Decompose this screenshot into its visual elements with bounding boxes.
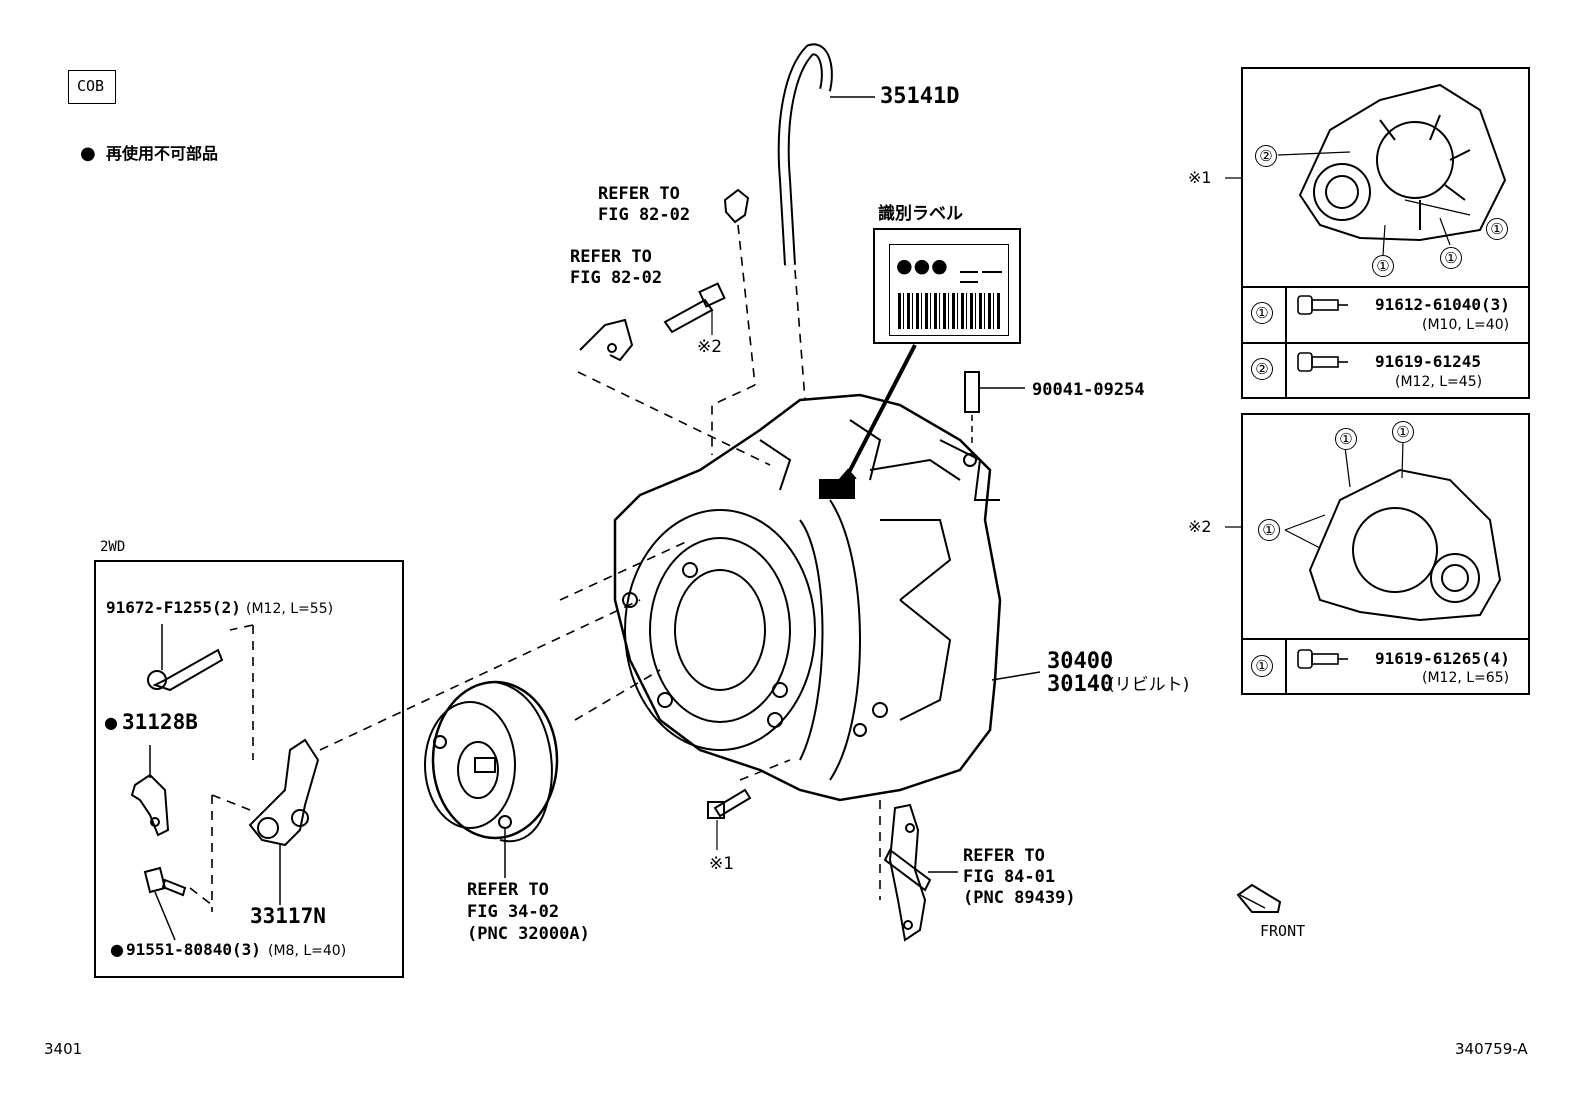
bolt-star2 [663, 282, 726, 335]
code-badge: COB [77, 77, 105, 95]
part-35141d: 35141D [880, 84, 960, 109]
reusable-mark-icon: ● [104, 713, 118, 732]
table1-callout-1a: ① [1486, 218, 1508, 240]
table1-callout-1c: ① [1372, 255, 1394, 277]
housing-drawing-star2 [1225, 439, 1502, 622]
page-code: 3401 [44, 1040, 83, 1058]
inset-2wd-title: 2WD [100, 539, 126, 555]
refer-fig-82-02-upper-line2: FIG 82-02 [598, 205, 691, 225]
refer-fig-82-02-upper-line1: REFER TO [598, 184, 680, 204]
table1-row2-part-number: 91619-61245 [1375, 352, 1481, 371]
part-30140-rebuilt-note: (リビルト) [1108, 675, 1190, 695]
table1-row2-key: ② [1251, 358, 1273, 380]
table2-ref-mark: ※2 [1188, 517, 1212, 536]
table2-callout-1c: ① [1258, 519, 1280, 541]
inset-parts-drawing [130, 624, 320, 941]
refer-fig-84-01-line3: (PNC 89439) [963, 888, 1076, 908]
table2-row1-key: ① [1251, 655, 1273, 677]
refer-fig-84-01-line2: FIG 84-01 [963, 867, 1056, 887]
table1-row1-spec: (M10, L=40) [1422, 317, 1510, 333]
hose-35141d [777, 43, 875, 266]
figure-number: 340759-A [1455, 1040, 1528, 1058]
transaxle-assembly [613, 393, 1002, 802]
id-label-box: ●●● [873, 228, 1021, 344]
id-label-title: 識別ラベル [878, 204, 963, 224]
table-bolt-icons [1297, 295, 1348, 669]
part-30400: 30400 [1047, 649, 1114, 674]
legend-text: 再使用不可部品 [106, 144, 219, 163]
refer-fig-34-02-line2: FIG 34-02 [467, 902, 560, 922]
barcode [898, 293, 1002, 329]
table2-row1-spec: (M12, L=65) [1422, 670, 1510, 686]
part-31128b: 31128B [122, 710, 198, 734]
inset-bolt2-part-number: 91551-80840(3) [126, 940, 261, 959]
front-arrow [1236, 883, 1282, 913]
bolt-star2-mark: ※2 [697, 337, 723, 357]
table2-row1-part-number: 91619-61265(4) [1375, 649, 1510, 668]
reusable-mark-icon-2: ● [110, 940, 124, 959]
inset-bolt1-part-number: 91672-F1255(2) [106, 598, 241, 617]
table1-row1-part-number: 91612-61040(3) [1375, 295, 1510, 314]
inset-bolt1-spec: (M12, L=55) [246, 601, 334, 617]
table1-row2-spec: (M12, L=45) [1395, 374, 1483, 390]
part-90041-09254: 90041-09254 [1032, 380, 1145, 400]
housing-drawing-star1 [1225, 83, 1507, 256]
part-33117n: 33117N [250, 904, 326, 928]
refer-fig-34-02-line1: REFER TO [467, 880, 549, 900]
table1-row1-key: ① [1251, 302, 1273, 324]
table2-callout-1b: ① [1392, 421, 1414, 443]
table1-box [1241, 67, 1530, 399]
refer-fig-84-01-line1: REFER TO [963, 846, 1045, 866]
part-30140: 30140 [1047, 672, 1114, 697]
bolt-star1-mark: ※1 [709, 854, 735, 874]
torque-converter [424, 680, 559, 878]
table2-box [1241, 413, 1530, 695]
legend-bullet-icon: ● [80, 143, 96, 164]
refer-fig-34-02-line3: (PNC 32000A) [467, 924, 590, 944]
bolt-star1 [707, 788, 752, 850]
bracket-84-01 [883, 803, 958, 942]
id-label-inner: ●●● [889, 244, 1009, 336]
refer-fig-82-02-lower-line2: FIG 82-02 [570, 268, 663, 288]
table1-callout-2: ② [1255, 145, 1277, 167]
front-label: FRONT [1260, 922, 1306, 940]
inset-2wd-box [94, 560, 404, 978]
refer-fig-82-02-lower-line1: REFER TO [570, 247, 652, 267]
table1-callout-1b: ① [1440, 247, 1462, 269]
table1-ref-mark: ※1 [1188, 168, 1212, 187]
code-badge-box: COB [68, 70, 116, 104]
id-label-dots: ●●● [896, 255, 949, 277]
inset-bolt2-spec: (M8, L=40) [268, 943, 347, 959]
table2-callout-1a: ① [1335, 428, 1357, 450]
